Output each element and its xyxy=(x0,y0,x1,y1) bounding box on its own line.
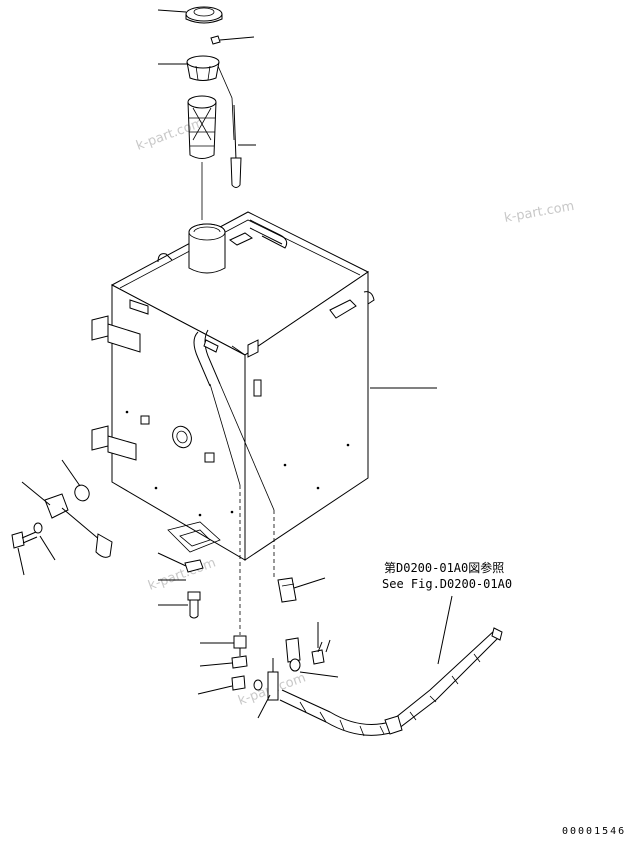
watermark: k-part.com xyxy=(146,555,218,593)
hose xyxy=(279,627,503,737)
leader-line xyxy=(17,547,25,576)
leader-line xyxy=(299,671,339,678)
leader-line xyxy=(197,685,233,695)
level-sensor xyxy=(44,493,113,558)
bolt xyxy=(11,531,38,549)
strainer-holder xyxy=(186,55,220,81)
leader-line xyxy=(21,481,51,506)
dipstick xyxy=(230,104,242,188)
nipple xyxy=(231,675,246,691)
leader-line xyxy=(157,552,187,567)
connector xyxy=(231,648,248,669)
bolt xyxy=(311,639,331,665)
elbow-fitting xyxy=(233,635,247,649)
leader-line xyxy=(293,577,326,589)
watermark: k-part.com xyxy=(134,115,206,153)
hydraulic-tank xyxy=(91,211,375,561)
drawing-number: 00001546 xyxy=(562,826,626,837)
leader-line xyxy=(39,535,56,561)
tee-fitting xyxy=(267,658,279,701)
leader-line xyxy=(437,595,453,665)
leader-line xyxy=(157,9,187,13)
reference-jp: 第D0200-01A0図参照 xyxy=(384,560,504,575)
bracket xyxy=(285,637,301,663)
clip-part xyxy=(210,35,221,45)
clamp xyxy=(184,559,204,573)
leader-line xyxy=(257,694,271,719)
leader-line xyxy=(61,459,81,487)
washer xyxy=(253,679,263,691)
reference-en: See Fig.D0200-01A0 xyxy=(382,577,512,591)
washer xyxy=(33,522,43,534)
leader-line xyxy=(219,36,255,41)
leader-line xyxy=(199,662,233,667)
center-line xyxy=(209,383,241,486)
center-line xyxy=(219,383,275,511)
bolt xyxy=(187,591,201,619)
plate-cover xyxy=(167,521,221,553)
o-ring xyxy=(74,484,90,502)
strainer xyxy=(187,95,217,159)
chain xyxy=(217,65,235,141)
watermark: k-part.com xyxy=(503,199,575,226)
washer xyxy=(289,658,301,672)
fitting xyxy=(277,577,297,603)
filler-cap xyxy=(185,6,223,24)
